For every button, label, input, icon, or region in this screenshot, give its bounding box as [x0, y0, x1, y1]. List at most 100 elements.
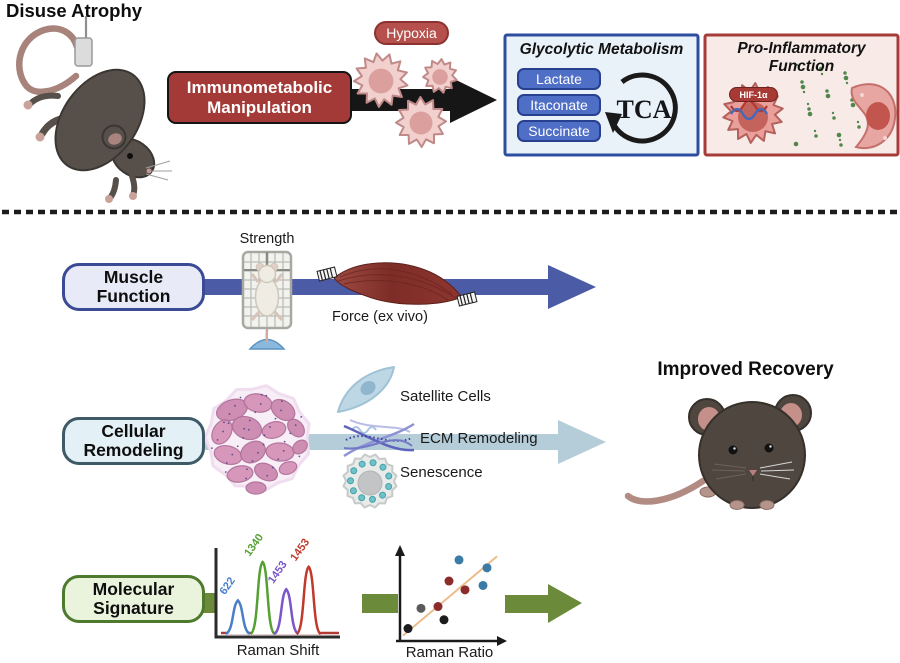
cytokine-dot: [832, 116, 836, 120]
peak-label: 1453: [288, 537, 312, 564]
cytokine-dot: [807, 111, 813, 117]
tca-cycle-icon: TCA: [605, 72, 678, 144]
nucleus-dot: [251, 460, 254, 462]
improved-recovery-title: Improved Recovery: [657, 359, 834, 380]
nucleus-dot: [257, 451, 259, 454]
metabolite-pill-succinate: Succinate: [517, 120, 601, 142]
senescence-granule: [369, 459, 377, 467]
cytokine-dot: [825, 93, 831, 99]
spectrum-peak: [225, 598, 251, 636]
nucleus-dot: [211, 447, 213, 450]
scatter-axes: [395, 545, 507, 646]
molecular-connector-arrow: [362, 594, 398, 613]
nucleus-dot: [289, 432, 292, 435]
cytokine-dot: [856, 120, 860, 124]
satellite-cell-icon: [337, 366, 395, 413]
ecm-remodeling-label: ECM Remodeling: [420, 430, 538, 447]
cytokine-dot: [838, 138, 842, 142]
molecular-final-arrow: [505, 584, 582, 623]
cytokine-dot: [843, 71, 847, 75]
cellular-remodeling-capsule: Cellular Remodeling: [62, 417, 205, 465]
cytokine-dot: [802, 90, 806, 94]
nucleus-dot: [282, 449, 285, 452]
senescence-granule: [379, 491, 387, 499]
senescence-granule: [358, 494, 366, 502]
scatter-point: [478, 580, 488, 590]
senescence-granule: [385, 472, 393, 480]
nucleus-dot: [281, 400, 283, 403]
cytokine-dot: [820, 72, 824, 76]
fascicle: [254, 462, 278, 482]
macrophage-nucleus: [409, 111, 433, 135]
nucleus-dot: [269, 426, 271, 428]
peak-label: 1453: [266, 559, 290, 586]
fascicle: [287, 418, 305, 438]
raman-shift-label: Raman Shift: [236, 642, 320, 659]
hif-badge: HIF-1α: [729, 87, 778, 102]
raman-ratio-scatter: [402, 555, 498, 637]
satellite-cells-label: Satellite Cells: [400, 388, 491, 405]
nucleus-dot: [247, 428, 250, 431]
ecm-icon: [343, 419, 415, 458]
nucleus-dot: [254, 411, 257, 414]
nucleus-dot: [263, 434, 266, 437]
spectrum-peak: [295, 565, 322, 636]
nucleus-dot: [274, 417, 277, 420]
nucleus-dot: [216, 438, 219, 441]
fascicle: [270, 398, 296, 422]
tca-label: TCA: [617, 95, 672, 124]
nucleus-dot: [283, 440, 286, 443]
grip-strength-icon: [241, 250, 293, 350]
fascicle: [261, 421, 287, 439]
cytokine-dot: [850, 102, 856, 108]
macrophage-nucleus: [432, 69, 448, 85]
hypoxia-badge: Hypoxia: [374, 21, 449, 45]
scatter-point: [444, 576, 454, 586]
molecular-signature-capsule: Molecular Signature: [62, 575, 205, 623]
page-title: Disuse Atrophy: [6, 0, 143, 21]
raman-ratio-label: Raman Ratio: [405, 644, 494, 661]
nucleus-dot: [234, 404, 236, 407]
fascicle: [211, 419, 233, 445]
glycolytic-box-title: Glycolytic Metabolism: [519, 41, 684, 58]
nucleus-dot: [280, 409, 282, 412]
cytokine-dot: [800, 84, 806, 90]
recovered-mouse: [624, 394, 812, 510]
cytokine-dot: [839, 143, 843, 147]
metabolite-pill-itaconate: Itaconate: [517, 94, 601, 116]
nucleus-dot: [271, 466, 274, 469]
cytokine-dot: [813, 129, 817, 133]
nucleus-dot: [300, 415, 303, 418]
scatter-point: [454, 555, 464, 565]
muscle-histology-icon: [203, 384, 311, 495]
nucleus-dot: [231, 453, 234, 456]
senescence-granule: [358, 460, 366, 468]
cytokine-dot: [807, 107, 811, 111]
nucleus-dot: [225, 461, 228, 464]
cytokine-dot: [818, 66, 824, 72]
nucleus-dot: [243, 427, 246, 430]
senescence-granule: [347, 477, 355, 485]
nucleus-dot: [223, 421, 225, 424]
nucleus-dot: [228, 413, 231, 415]
trend-line: [402, 555, 498, 637]
nucleus-dot: [265, 394, 268, 397]
scatter-point: [439, 615, 449, 625]
nucleus-dot: [266, 474, 269, 477]
cytokine-dot: [806, 102, 810, 106]
cytokine-dot: [825, 89, 829, 93]
scatter-point: [403, 624, 413, 634]
nucleus-dot: [224, 471, 227, 473]
force-label: Force (ex vivo): [332, 309, 428, 325]
intervention-box: Immunometabolic Manipulation: [167, 71, 352, 124]
spectrum-peak: [249, 560, 276, 636]
fascicle: [292, 439, 308, 455]
cytokine-dots: [793, 63, 861, 147]
cytokine-dot: [845, 81, 849, 85]
macrophage-cells: [353, 52, 458, 148]
senescence-granule: [368, 495, 376, 503]
fascicle: [265, 442, 295, 462]
nucleus-dot: [262, 443, 265, 446]
